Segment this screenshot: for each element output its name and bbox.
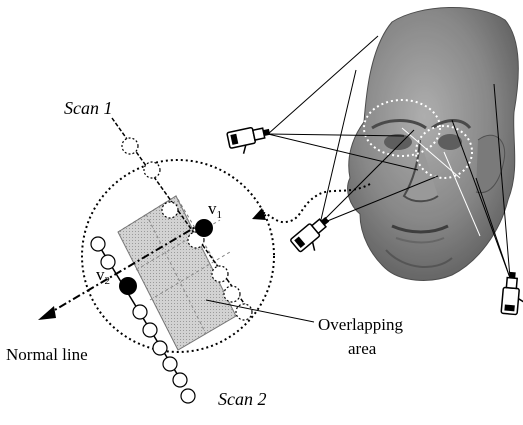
overlapping-label: Overlapping (318, 315, 403, 334)
scanner-icon (501, 271, 523, 315)
scan2-label: Scan 2 (218, 389, 267, 409)
vertex-v2 (119, 277, 137, 295)
scanner-icon (227, 124, 273, 156)
area-label: area (348, 339, 377, 358)
vertex-v1 (195, 219, 213, 237)
scan1-label: Scan 1 (64, 98, 113, 118)
head-scan-model (348, 7, 519, 280)
normal-line-label: Normal line (6, 345, 88, 364)
v1-label: v1 (208, 199, 222, 221)
